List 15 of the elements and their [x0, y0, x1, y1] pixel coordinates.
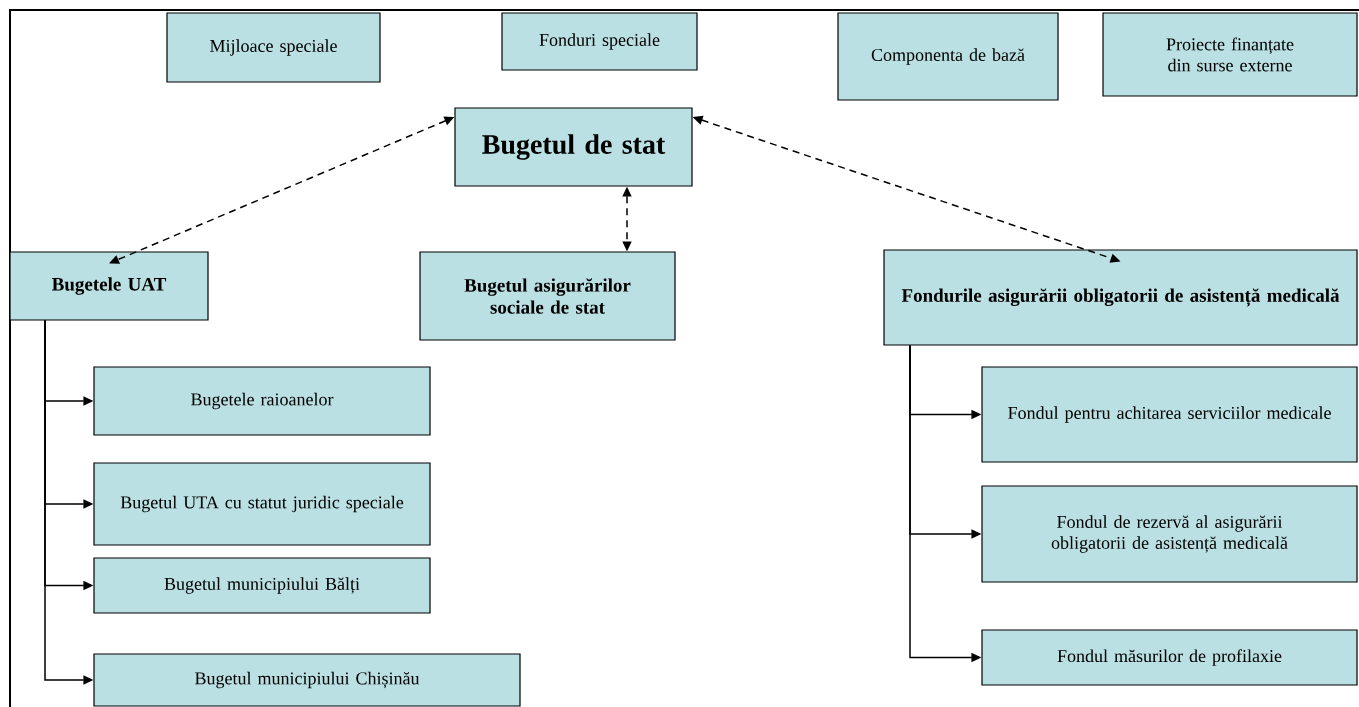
budget-box: Bugetul municipiului Chișinău: [93, 653, 521, 707]
budget-box: Fondul măsurilor de profilaxie: [981, 629, 1358, 686]
budget-box: Bugetul municipiului Bălți: [93, 557, 431, 614]
budget-box: Fondurile asigurării obligatorii de asistență medicală: [883, 249, 1358, 346]
title-box: Bugetul de stat: [454, 107, 693, 187]
budget-box: Fonduri speciale: [501, 12, 698, 71]
budget-box: Proiecte finanțate din surse externe: [1102, 12, 1358, 97]
budget-box: Componenta de bază: [837, 12, 1059, 101]
budget-box: Bugetele raioanelor: [93, 366, 431, 436]
budget-box: Fondul pentru achitarea serviciilor medicale: [981, 366, 1358, 463]
budget-box: Fondul de rezervă al asigurării obligatorii de asistență medicală: [981, 485, 1358, 583]
budget-box: Bugetele UAT: [9, 251, 209, 321]
budget-box: Bugetul asigurărilor sociale de stat: [419, 251, 676, 341]
budget-box: Mijloace speciale: [166, 12, 381, 83]
budget-box: Bugetul UTA cu statut juridic speciale: [93, 462, 431, 546]
